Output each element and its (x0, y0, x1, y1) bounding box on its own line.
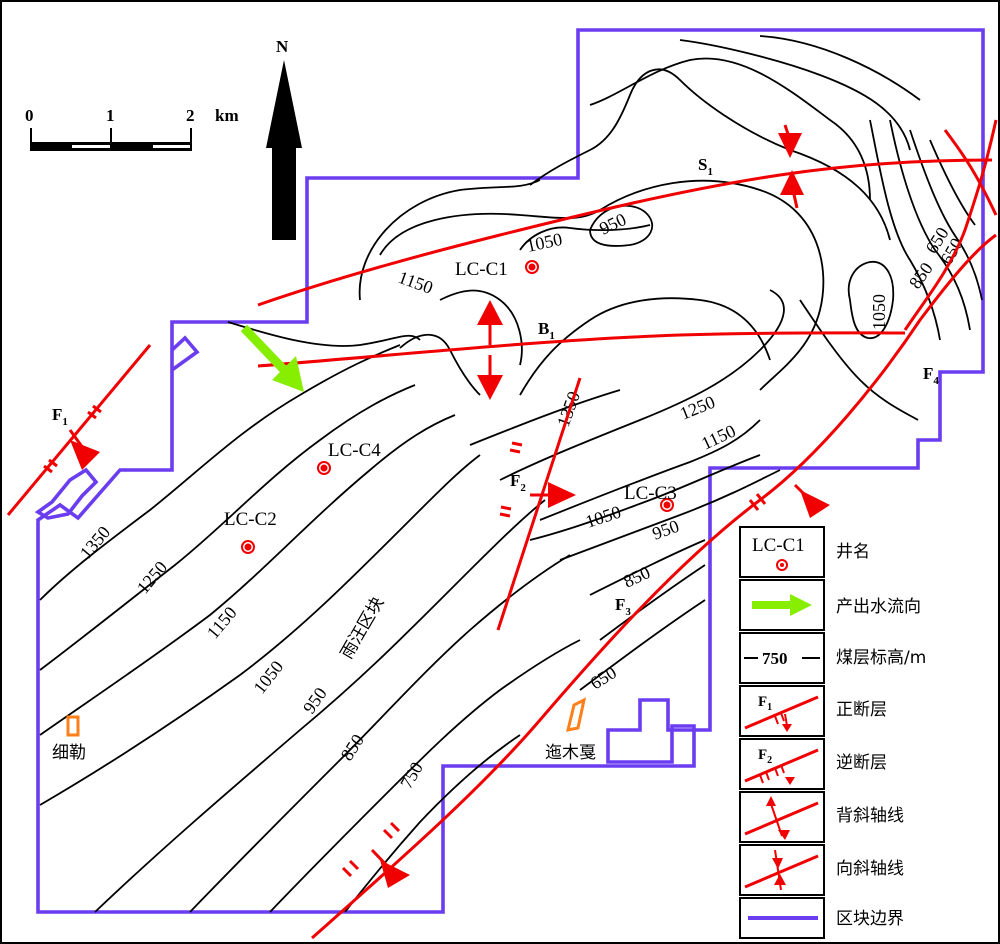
water-flow-arrow (240, 324, 304, 392)
legend: LC-C1 井名 产出水流向 750 煤层标高/m F1 正断层 F2 逆断层 (739, 526, 926, 939)
legend-label: 煤层标高/m (836, 648, 926, 668)
well-label-lc-c1: LC-C1 (455, 259, 508, 280)
contour-label: 1250 (133, 557, 171, 597)
fault-label-f2: F2 (510, 471, 526, 494)
anticline-b1-axis (257, 331, 906, 368)
contour-label: 750 (396, 759, 427, 792)
syncline-s1-axis (257, 158, 993, 307)
contour-label: 850 (905, 259, 937, 293)
legend-label: 区块边界 (836, 909, 904, 929)
well-label-lc-c2: LC-C2 (224, 509, 277, 530)
svg-text:750: 750 (762, 649, 788, 668)
svg-text:0: 0 (25, 106, 34, 125)
svg-text:F1: F1 (758, 694, 772, 713)
svg-text:2: 2 (186, 106, 195, 125)
contour-label: 950 (299, 684, 331, 718)
scale-bar: 0 1 2 km (25, 106, 239, 151)
fault-f1 (6, 344, 152, 516)
legend-label: 井名 (836, 542, 870, 562)
well-marker[interactable] (317, 461, 331, 475)
north-arrow: N (266, 37, 302, 240)
axis-label-s1: S1 (698, 155, 713, 178)
svg-text:LC-C1: LC-C1 (752, 535, 805, 556)
fault-label-f1: F1 (52, 405, 68, 428)
contour-label: 1150 (203, 603, 241, 643)
fault-lines (6, 119, 998, 940)
block-boundary (36, 28, 985, 914)
svg-text:1: 1 (106, 106, 115, 125)
legend-label: 产出水流向 (836, 597, 921, 617)
town-marker (66, 715, 80, 737)
legend-label: 正断层 (836, 700, 887, 720)
block-name: 雨汪区块 (337, 594, 388, 663)
svg-text:km: km (215, 106, 239, 125)
fault-label-f3: F3 (615, 595, 631, 618)
contour-label: 1050 (583, 502, 623, 532)
well-marker[interactable] (525, 260, 539, 274)
contour-label: 1250 (677, 392, 718, 424)
contour-label: 650 (587, 662, 620, 693)
well-marker[interactable] (241, 540, 255, 554)
fault-f3 (311, 233, 997, 940)
anticline-arrows (477, 300, 503, 400)
town-label-xile: 细勒 (52, 743, 86, 763)
f2-dip-arrow (548, 482, 576, 508)
town-marker (565, 697, 587, 732)
well-marker[interactable] (660, 498, 674, 512)
boundary-notch (34, 467, 99, 520)
svg-text:N: N (276, 37, 289, 56)
svg-text:F2: F2 (758, 747, 772, 766)
contour-label: 1050 (869, 294, 889, 330)
contour-label: 1050 (525, 229, 564, 256)
fault-label-f4: F4 (923, 364, 939, 387)
town-label-yimuga: 迤木戛 (545, 743, 596, 763)
axis-label-b1: B1 (538, 319, 555, 342)
legend-label: 逆断层 (836, 753, 887, 773)
well-label-lc-c3: LC-C3 (624, 483, 677, 504)
legend-label: 向斜轴线 (836, 859, 904, 879)
contour-label: 950 (650, 516, 682, 544)
well-label-lc-c4: LC-C4 (328, 440, 381, 461)
contour-lines (39, 35, 983, 913)
syncline-arrows (778, 124, 804, 209)
contour-label: 1150 (396, 267, 436, 298)
fault-f2 (496, 377, 582, 631)
fault-extra (943, 129, 998, 216)
f1-dip-arrow (70, 440, 100, 470)
legend-label: 背斜轴线 (836, 806, 904, 826)
